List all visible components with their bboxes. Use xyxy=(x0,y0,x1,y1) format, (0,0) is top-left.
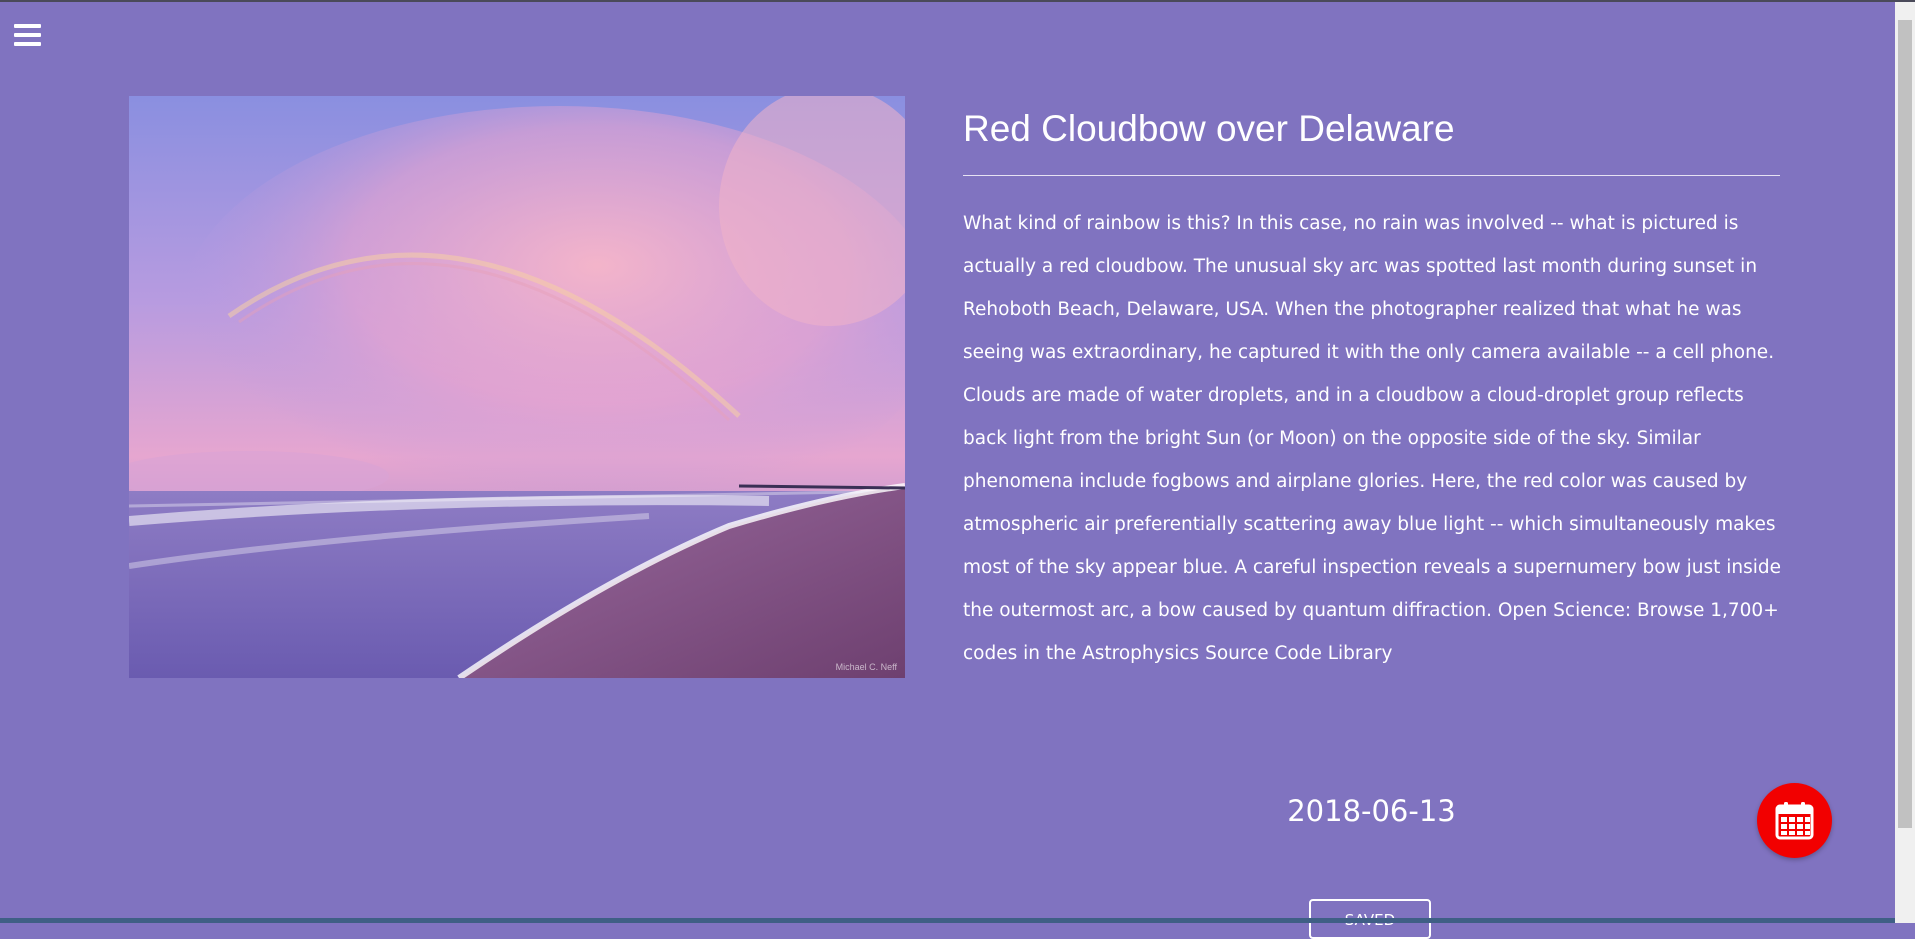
calendar-button[interactable] xyxy=(1757,783,1832,858)
apod-image: Michael C. Neff xyxy=(129,96,905,678)
title-divider xyxy=(963,175,1780,176)
apod-explanation: What kind of rainbow is this? In this ca… xyxy=(963,213,1782,664)
calendar-icon xyxy=(1775,802,1814,840)
hamburger-icon[interactable] xyxy=(14,24,41,47)
apod-title: Red Cloudbow over Delaware xyxy=(963,108,1455,149)
apod-date: 2018-06-13 xyxy=(1287,794,1456,828)
scrollbar-thumb[interactable] xyxy=(1898,20,1912,828)
taskbar-edge xyxy=(0,918,1895,923)
photo-credit: Michael C. Neff xyxy=(835,662,897,672)
window-top-border xyxy=(0,0,1915,2)
